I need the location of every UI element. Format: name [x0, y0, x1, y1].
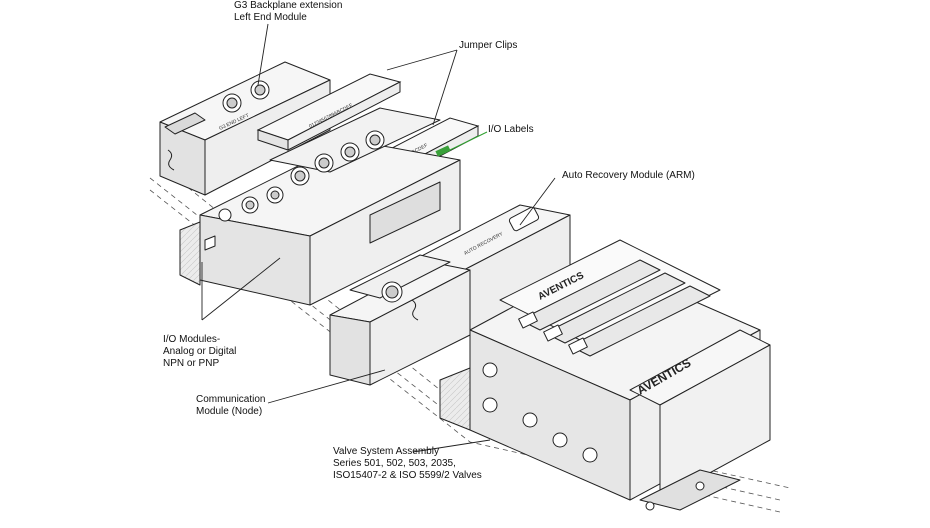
label-io-modules: I/O Modules- Analog or Digital NPN or PN… — [163, 334, 236, 370]
label-valve-line1: Valve System Assembly — [333, 446, 439, 457]
label-io-labels: I/O Labels — [488, 124, 534, 135]
label-g3-line1: G3 Backplane extension — [234, 0, 343, 11]
leader-g3 — [257, 23, 269, 86]
valve-system-assembly: AVENTICS AVENTICS — [439, 239, 771, 511]
label-io-line3: NPN or PNP — [163, 358, 220, 369]
label-g3-line2: Left End Module — [234, 12, 307, 23]
label-valve-system: Valve System Assembly Series 501, 502, 5… — [333, 446, 482, 482]
leader-jumper-2 — [432, 49, 458, 126]
io-modules — [179, 107, 461, 306]
leader-arm — [519, 177, 556, 226]
label-communication: Communication Module (Node) — [196, 394, 265, 418]
label-io-line2: Analog or Digital — [163, 346, 237, 357]
leader-comm — [267, 369, 386, 404]
communication-module — [329, 254, 471, 386]
label-comm-line2: Module (Node) — [196, 406, 263, 417]
label-comm-line1: Communication — [196, 394, 266, 405]
leader-io-2 — [201, 257, 281, 321]
leader-jumper-1 — [386, 49, 458, 71]
label-valve-line2: Series 501, 502, 503, 2035, — [333, 458, 456, 469]
label-arm: Auto Recovery Module (ARM) — [562, 170, 695, 181]
label-io-line1: I/O Modules- — [163, 334, 221, 345]
label-jumper-clips: Jumper Clips — [459, 40, 518, 51]
leader-lines — [201, 23, 556, 453]
leader-io-labels — [449, 131, 488, 151]
leader-valve — [412, 439, 491, 453]
label-g3-backplane: G3 Backplane extension Left End Module — [234, 0, 342, 24]
label-valve-line3: ISO15407-2 & ISO 5599/2 Valves — [333, 470, 482, 481]
